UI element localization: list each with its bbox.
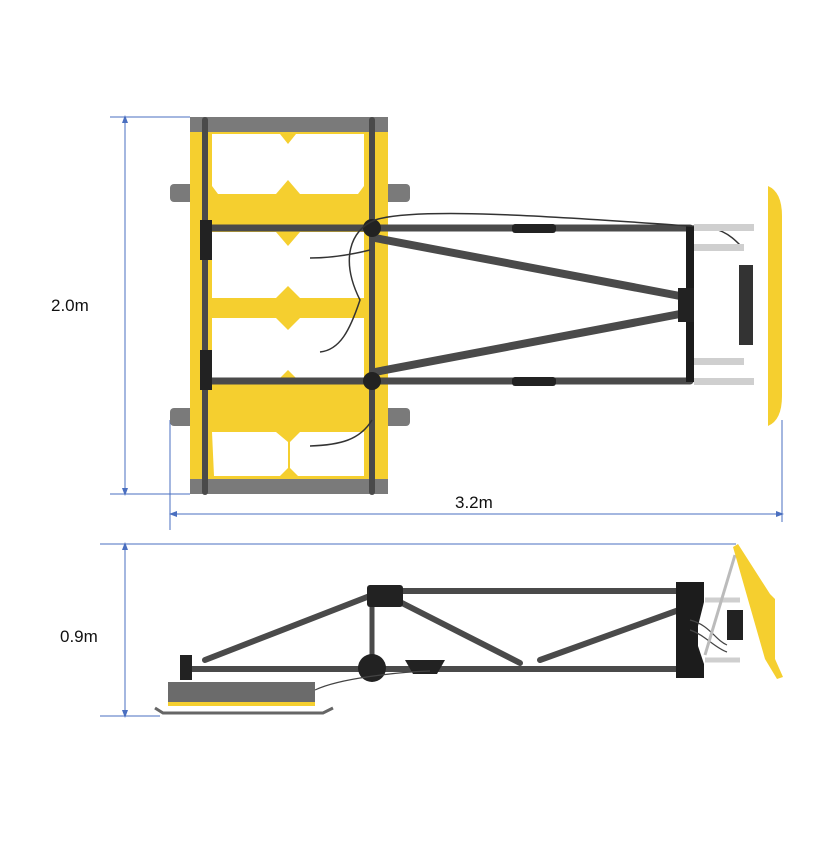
joints	[200, 219, 694, 390]
side-blade	[733, 544, 783, 679]
side-view	[154, 544, 783, 715]
front-blade	[768, 186, 782, 426]
top-view	[170, 117, 782, 495]
ski	[154, 706, 334, 715]
length-dimension-label: 3.2m	[455, 493, 493, 512]
sled-box	[168, 682, 315, 702]
width-dimension-label: 2.0m	[51, 296, 89, 315]
dimension-lines	[100, 115, 784, 718]
instrument-housing	[739, 265, 753, 345]
sled-cutouts	[212, 134, 364, 476]
cables	[309, 212, 741, 447]
frame-tubes	[201, 117, 694, 495]
cylinders	[694, 224, 754, 385]
height-dimension-label: 0.9m	[60, 627, 98, 646]
